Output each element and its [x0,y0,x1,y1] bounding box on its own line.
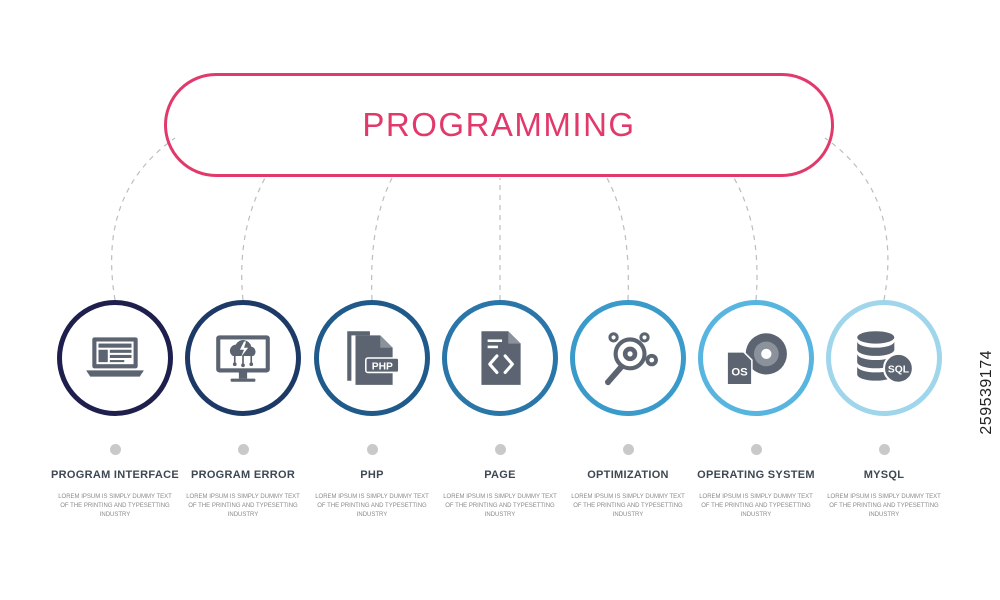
step-program-interface: PROGRAM INTERFACE LOREM IPSUM IS SIMPLY … [50,300,180,520]
step-ring: OS [698,300,814,416]
page-title: PROGRAMMING [362,106,636,143]
step-dot [366,444,378,455]
step-description: LOREM IPSUM IS SIMPLY DUMMY TEXT OF THE … [699,494,813,518]
step-description: LOREM IPSUM IS SIMPLY DUMMY TEXT OF THE … [827,494,941,518]
connector-6 [733,177,758,301]
step-dot [878,444,890,455]
step-dot [750,444,762,455]
step-ring [570,300,686,416]
step-description: LOREM IPSUM IS SIMPLY DUMMY TEXT OF THE … [315,494,429,518]
step-php: PHP PHP LOREM IPSUM IS SIMPLY DUMMY TEXT… [307,300,437,520]
step-optimization: OPTIMIZATION LOREM IPSUM IS SIMPLY DUMMY… [563,300,693,520]
connector-3 [371,177,393,301]
os-icon-text: OS [731,367,748,379]
step-ring [185,300,301,416]
step-dot [622,444,634,455]
step-dot [237,444,249,455]
step-description: LOREM IPSUM IS SIMPLY DUMMY TEXT OF THE … [443,494,557,518]
monitor-cloud-error-icon [216,335,270,382]
step-mysql: SQL MYSQL LOREM IPSUM IS SIMPLY DUMMY TE… [819,300,949,520]
step-description: LOREM IPSUM IS SIMPLY DUMMY TEXT OF THE … [58,494,172,518]
magnifier-gears-icon [605,332,658,386]
step-label: OPTIMIZATION [587,469,669,481]
step-ring: PHP [314,300,430,416]
os-disc-icon: OS [726,333,787,386]
laptop-interface-icon [86,337,144,377]
step-description: LOREM IPSUM IS SIMPLY DUMMY TEXT OF THE … [186,494,300,518]
step-label: OPERATING SYSTEM [697,469,815,481]
step-dot [494,444,506,455]
step-operating-system: OS OPERATING SYSTEM LOREM IPSUM IS SIMPL… [691,300,821,520]
step-description: LOREM IPSUM IS SIMPLY DUMMY TEXT OF THE … [571,494,685,518]
step-program-error: PROGRAM ERROR LOREM IPSUM IS SIMPLY DUMM… [178,300,308,520]
php-file-icon: PHP [347,331,400,385]
code-file-icon [481,331,521,385]
step-label: PROGRAM INTERFACE [51,469,179,481]
php-icon-text: PHP [372,361,393,372]
step-label: MYSQL [863,469,905,481]
watermark-id: 259539174 [978,350,995,435]
sql-icon-text: SQL [888,364,909,375]
step-dot [109,444,121,455]
step-ring: SQL [826,300,942,416]
step-label: PAGE [484,469,516,481]
step-page: PAGE LOREM IPSUM IS SIMPLY DUMMY TEXT OF… [435,300,565,520]
database-sql-icon: SQL [857,331,914,384]
step-ring [57,300,173,416]
connector-2 [241,177,266,301]
step-label: PROGRAM ERROR [190,469,296,481]
step-label: PHP [360,469,384,481]
title-pill: PROGRAMMING [164,73,834,177]
connector-7 [824,137,889,301]
connector-5 [606,177,629,301]
step-ring [442,300,558,416]
connector-1 [111,137,176,301]
